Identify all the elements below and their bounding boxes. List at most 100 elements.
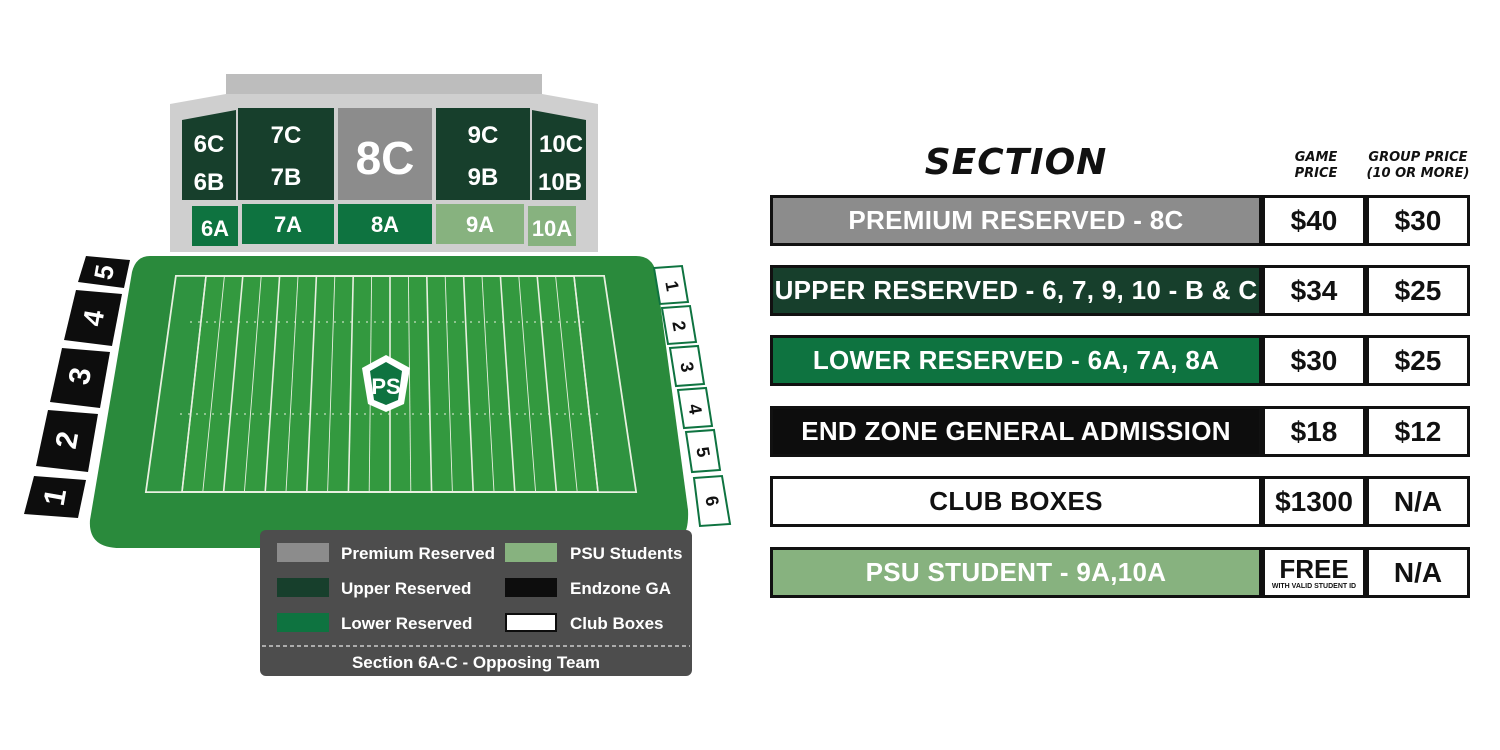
price-row-group: N/A [1366, 476, 1470, 527]
endzone-label-1: 1 [38, 486, 73, 508]
section-label-10c: 10C [539, 131, 583, 158]
club-box-2[interactable]: 2 [660, 304, 698, 346]
legend-item-club: Club Boxes [505, 613, 664, 633]
legend-label-lower: Lower Reserved [341, 614, 472, 633]
price-row-upper[interactable]: UPPER RESERVED - 6, 7, 9, 10 - B & C $34… [770, 265, 1470, 316]
section-label-6a: 6A [201, 216, 229, 241]
endzone-label-3: 3 [63, 365, 98, 387]
yard-line [499, 275, 516, 493]
pricing-header-game-line1: GAME [1294, 150, 1338, 165]
price-row-endzone[interactable]: END ZONE GENERAL ADMISSION $18 $12 [770, 406, 1470, 457]
field-logo-text: PS [371, 374, 400, 399]
yard-line [327, 275, 336, 493]
section-label-10a: 10A [532, 216, 572, 241]
club-box-label-4: 4 [684, 402, 705, 415]
price-row-game: FREE WITH VALID STUDENT ID [1262, 547, 1366, 598]
section-6bc[interactable]: 6C 6B [182, 110, 236, 200]
section-label-7c: 7C [271, 122, 302, 149]
price-row-group: N/A [1366, 547, 1470, 598]
endzone-section-5[interactable]: 5 [78, 256, 130, 288]
legend-label-endzone: Endzone GA [570, 579, 671, 598]
section-7bc[interactable]: 7C 7B [238, 108, 334, 200]
yard-line [202, 275, 225, 493]
club-box-5[interactable]: 5 [684, 428, 722, 474]
legend-item-students: PSU Students [505, 543, 682, 563]
field-logo: PS [362, 355, 410, 412]
section-label-7b: 7B [271, 164, 302, 191]
pricing-header-section: SECTION [924, 142, 1108, 183]
club-box-label-3: 3 [676, 360, 697, 373]
price-row-lower[interactable]: LOWER RESERVED - 6A, 7A, 8A $30 $25 [770, 335, 1470, 386]
section-label-8a: 8A [371, 212, 399, 237]
club-box-3[interactable]: 3 [668, 344, 706, 388]
legend-label-upper: Upper Reserved [341, 579, 471, 598]
yard-line [426, 275, 433, 493]
section-7a[interactable]: 7A [242, 204, 334, 244]
price-row-student[interactable]: PSU STUDENT - 9A,10A FREE WITH VALID STU… [770, 547, 1470, 598]
club-box-label-5: 5 [692, 445, 713, 458]
price-row-game: $18 [1262, 406, 1366, 457]
price-row-premium[interactable]: PREMIUM RESERVED - 8C $40 $30 [770, 195, 1470, 246]
price-row-name: UPPER RESERVED - 6, 7, 9, 10 - B & C [770, 265, 1262, 316]
section-label-9b: 9B [468, 164, 499, 191]
legend-label-club: Club Boxes [570, 614, 664, 633]
yard-line [573, 275, 599, 493]
club-box-6[interactable]: 6 [692, 474, 732, 528]
price-free-label: FREE [1279, 553, 1349, 584]
price-row-name: PREMIUM RESERVED - 8C [770, 195, 1262, 246]
legend-footer: Section 6A-C - Opposing Team [352, 653, 600, 672]
yard-line [481, 275, 495, 493]
section-label-10b: 10B [538, 169, 582, 196]
section-label-6c: 6C [194, 131, 225, 158]
yard-line [222, 275, 244, 493]
endzone-section-2[interactable]: 2 [36, 410, 98, 472]
section-8a[interactable]: 8A [338, 204, 432, 244]
pricing-header-group: GROUP PRICE (10 OR MORE) [1360, 150, 1476, 182]
yard-line [285, 275, 299, 493]
legend-label-premium: Premium Reserved [341, 544, 495, 563]
yard-line [306, 275, 318, 493]
stadium-map: 6C 6B 7C 7B 8C 9C 9B 10C 10B 6A 7A 8A 9A… [24, 74, 732, 676]
club-box-4[interactable]: 4 [676, 386, 714, 430]
section-label-7a: 7A [274, 212, 302, 237]
pricing-header-group-line2: (10 OR MORE) [1366, 166, 1470, 181]
price-row-club[interactable]: CLUB BOXES $1300 N/A [770, 476, 1470, 527]
legend-label-students: PSU Students [570, 544, 682, 563]
section-label-6b: 6B [194, 169, 225, 196]
yard-line [243, 275, 262, 493]
section-6a[interactable]: 6A [192, 206, 238, 246]
section-8c[interactable]: 8C [338, 108, 432, 200]
yard-line [444, 275, 453, 493]
section-label-8c: 8C [356, 132, 415, 184]
pricing-header-game: GAME PRICE [1266, 150, 1366, 182]
endzone-section-3[interactable]: 3 [50, 348, 110, 408]
endzone-label-2: 2 [50, 429, 85, 451]
section-label-9c: 9C [468, 122, 499, 149]
price-row-group: $25 [1366, 335, 1470, 386]
section-10bc[interactable]: 10C 10B [532, 110, 586, 200]
price-row-group: $30 [1366, 195, 1470, 246]
pricing-header-group-line1: GROUP PRICE [1368, 150, 1468, 165]
price-row-group: $12 [1366, 406, 1470, 457]
price-row-name: CLUB BOXES [770, 476, 1262, 527]
yard-line [462, 275, 474, 493]
price-row-game: $30 [1262, 335, 1366, 386]
section-10a[interactable]: 10A [528, 206, 576, 246]
price-row-name: END ZONE GENERAL ADMISSION [770, 406, 1262, 457]
price-row-name: LOWER RESERVED - 6A, 7A, 8A [770, 335, 1262, 386]
yard-line [518, 275, 537, 493]
yard-line [181, 275, 207, 493]
section-9bc[interactable]: 9C 9B [436, 108, 530, 200]
endzone-label-5: 5 [88, 262, 120, 281]
club-box-1[interactable]: 1 [652, 264, 690, 306]
legend-item-lower: Lower Reserved [277, 613, 472, 633]
yard-line [555, 275, 578, 493]
section-9a[interactable]: 9A [436, 204, 524, 244]
price-free-note: WITH VALID STUDENT ID [1271, 582, 1357, 590]
endzone-section-4[interactable]: 4 [64, 290, 122, 346]
price-row-game: $34 [1262, 265, 1366, 316]
legend-item-endzone: Endzone GA [505, 578, 671, 598]
legend: Premium Reserved PSU Students Upper Rese… [260, 530, 692, 676]
endzone-section-1[interactable]: 1 [24, 476, 86, 518]
legend-item-premium: Premium Reserved [277, 543, 495, 563]
